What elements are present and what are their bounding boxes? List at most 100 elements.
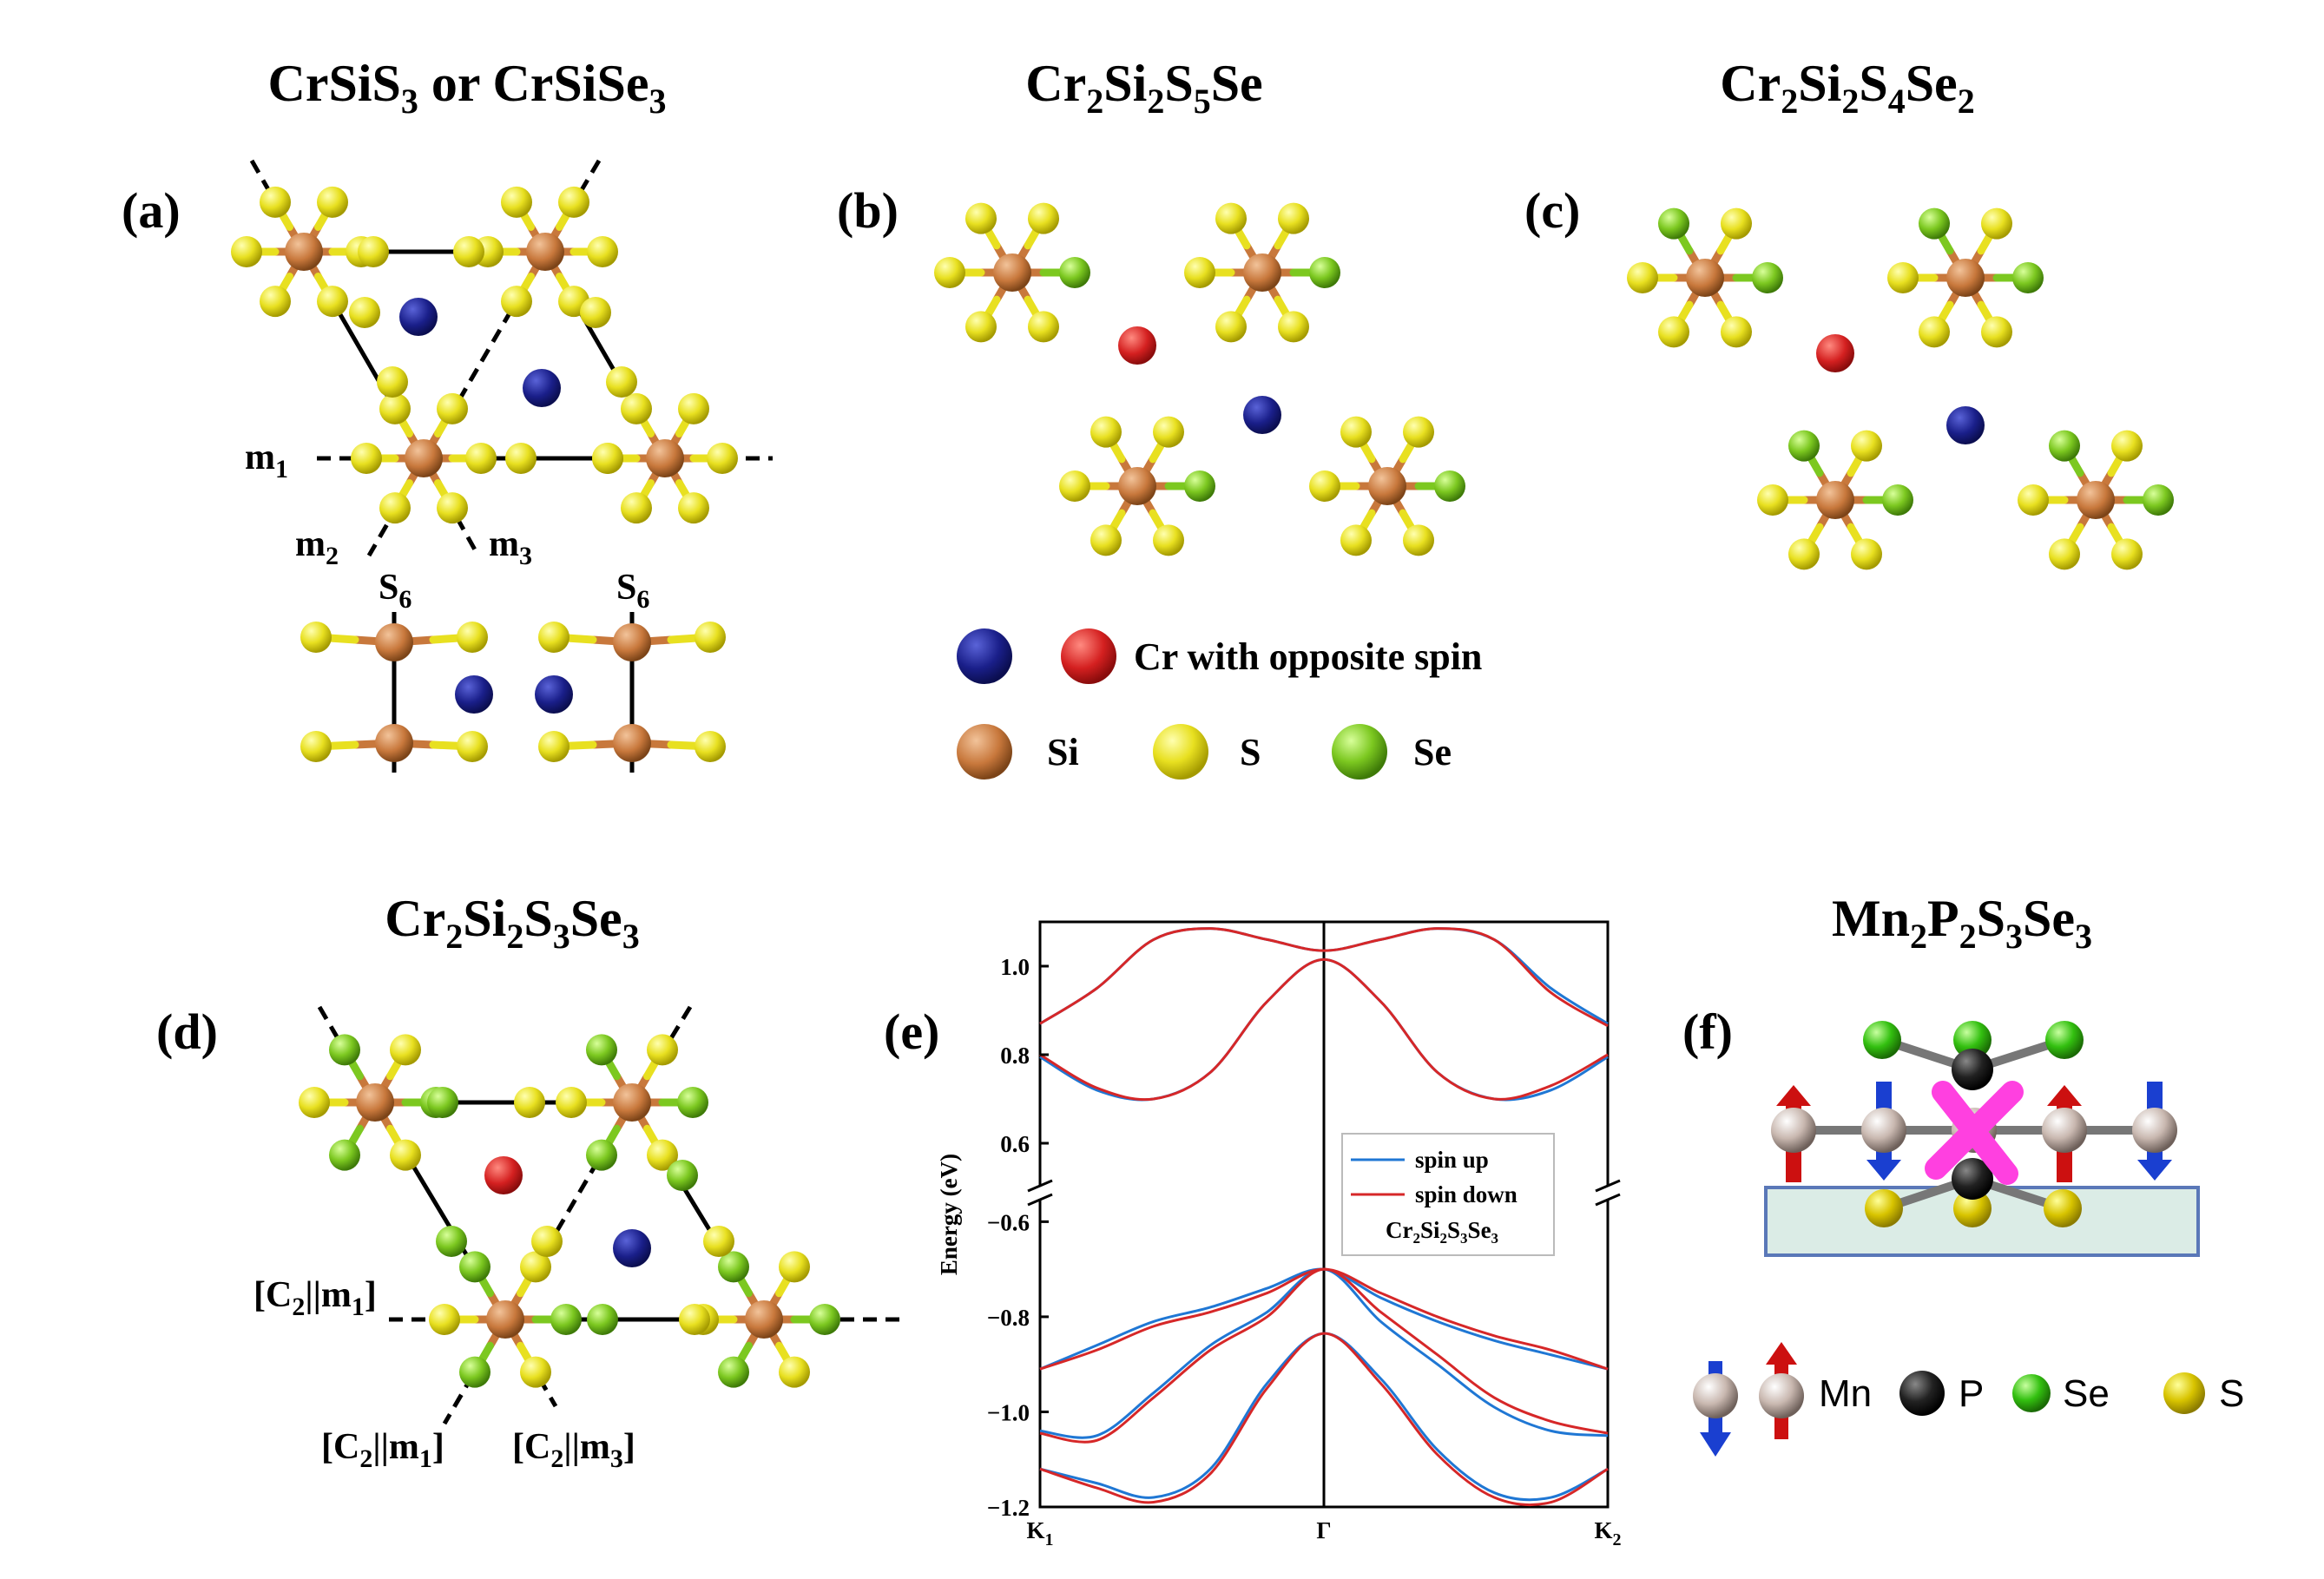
si-atom <box>613 1083 651 1122</box>
cr-atom-down <box>1118 326 1156 365</box>
band-line-spin-down-4 <box>1039 1332 1609 1507</box>
legend-series-label: spin up <box>1415 1147 1489 1173</box>
legend-se-label: Se <box>1413 731 1452 773</box>
p-atom <box>1952 1158 1993 1200</box>
structure-b <box>934 202 1465 556</box>
s-atom <box>1403 416 1434 448</box>
cr-atom-down <box>1816 334 1854 372</box>
cr-atom-up <box>613 1229 651 1267</box>
s-atom <box>1721 207 1752 240</box>
si-atom <box>285 233 323 271</box>
mn-atom <box>1861 1108 1906 1153</box>
s-atom <box>779 1251 810 1283</box>
y-axis-label: Energy (eV) <box>936 1154 962 1275</box>
s-atom <box>1153 524 1184 556</box>
panel-label-e: (e) <box>884 1003 939 1060</box>
se-atom <box>1658 207 1689 240</box>
title-a: CrSiS3 or CrSiSe3 <box>268 55 667 121</box>
s-atom <box>1919 316 1950 348</box>
s-atom <box>429 1304 460 1335</box>
cr-atom-up <box>455 675 493 714</box>
title-b: Cr2Si2S5Se <box>1025 55 1262 121</box>
sym-label-3: [C2||m3] <box>512 1427 635 1473</box>
legend-s-label-f: S <box>2219 1372 2244 1415</box>
s-atom <box>299 1087 330 1118</box>
s-atom <box>1153 416 1184 448</box>
sym-label-2: [C2||m1] <box>321 1427 444 1473</box>
se-atom <box>718 1356 749 1388</box>
si-atom <box>993 253 1031 292</box>
s-atom <box>457 622 488 653</box>
legend-s-ball-f <box>2163 1372 2205 1414</box>
s-atom <box>965 311 997 343</box>
se-atom <box>1882 484 1913 516</box>
s-atom <box>1757 484 1788 516</box>
mirror-label-m3: m3 <box>489 524 532 570</box>
si-atom <box>646 439 684 477</box>
legend-series-label: spin down <box>1415 1181 1518 1207</box>
s-atom <box>390 1139 421 1171</box>
x-tick-label: K1 <box>1026 1517 1053 1549</box>
si-atom <box>486 1300 524 1339</box>
legend-cr-down-ball <box>1061 628 1116 684</box>
legend-si-label: Si <box>1047 731 1079 773</box>
panel-label-f: (f) <box>1682 1003 1733 1060</box>
se-atom <box>550 1304 582 1335</box>
s-atom <box>1309 470 1340 502</box>
se-atom <box>2045 1021 2084 1059</box>
se-atom <box>1309 257 1340 288</box>
se-atom <box>1434 470 1465 502</box>
legend-compound-label: Cr2Si2S3Se3 <box>1386 1217 1498 1247</box>
spin-down-arrow-head <box>1866 1160 1901 1181</box>
s-atom <box>1851 538 1882 570</box>
legend-se-ball <box>1332 724 1387 780</box>
se-atom <box>586 1034 617 1066</box>
s-atom <box>606 366 637 398</box>
se-atom <box>809 1304 840 1335</box>
s6-label-left: S6 <box>379 568 411 614</box>
s-atom <box>1028 202 1059 234</box>
s-atom <box>351 443 382 474</box>
s-atom <box>621 492 652 524</box>
structure-c <box>1627 207 2174 570</box>
band-line-spin-down-3 <box>1039 1267 1609 1444</box>
s-atom <box>695 622 726 653</box>
s-atom <box>300 731 332 762</box>
mirror-label-m1: m1 <box>245 438 288 484</box>
y-tick-label: −0.8 <box>987 1305 1030 1331</box>
s-atom <box>621 392 652 424</box>
se-atom <box>1919 207 1950 240</box>
structure-a <box>231 159 773 557</box>
s-atom <box>437 492 468 524</box>
legend-mn-ball-down <box>1693 1373 1738 1418</box>
legend-s-ball <box>1153 724 1208 780</box>
si-atom <box>526 233 564 271</box>
se-atom <box>2012 262 2044 293</box>
panel-label-c: (c) <box>1524 182 1580 239</box>
si-atom <box>745 1300 783 1339</box>
p-atom <box>1952 1049 1993 1090</box>
s-atom <box>558 186 589 218</box>
spin-up-arrow-head <box>1776 1085 1811 1106</box>
s-atom <box>1887 262 1919 293</box>
s-atom <box>538 622 569 653</box>
mn-atom <box>2042 1108 2087 1153</box>
s-atom <box>965 202 997 234</box>
s-atom <box>695 731 726 762</box>
si-atom <box>1243 253 1281 292</box>
panel-label-d: (d) <box>156 1003 218 1060</box>
y-tick-label: 1.0 <box>1000 954 1030 980</box>
si-atom <box>375 724 413 762</box>
s-atom <box>1278 311 1309 343</box>
se-atom <box>677 1087 708 1118</box>
axis-break-gap <box>1596 1186 1620 1200</box>
se-atom <box>586 1139 617 1171</box>
s-atom <box>260 286 291 318</box>
x-tick-label: K2 <box>1594 1517 1621 1549</box>
s-atom <box>1059 470 1090 502</box>
legend-se-label-f: Se <box>2063 1372 2110 1415</box>
s6-label-right: S6 <box>616 568 649 614</box>
legend-cr-opposite-label: Cr with opposite spin <box>1134 635 1482 678</box>
s-atom <box>1403 524 1434 556</box>
si-atom <box>375 623 413 661</box>
